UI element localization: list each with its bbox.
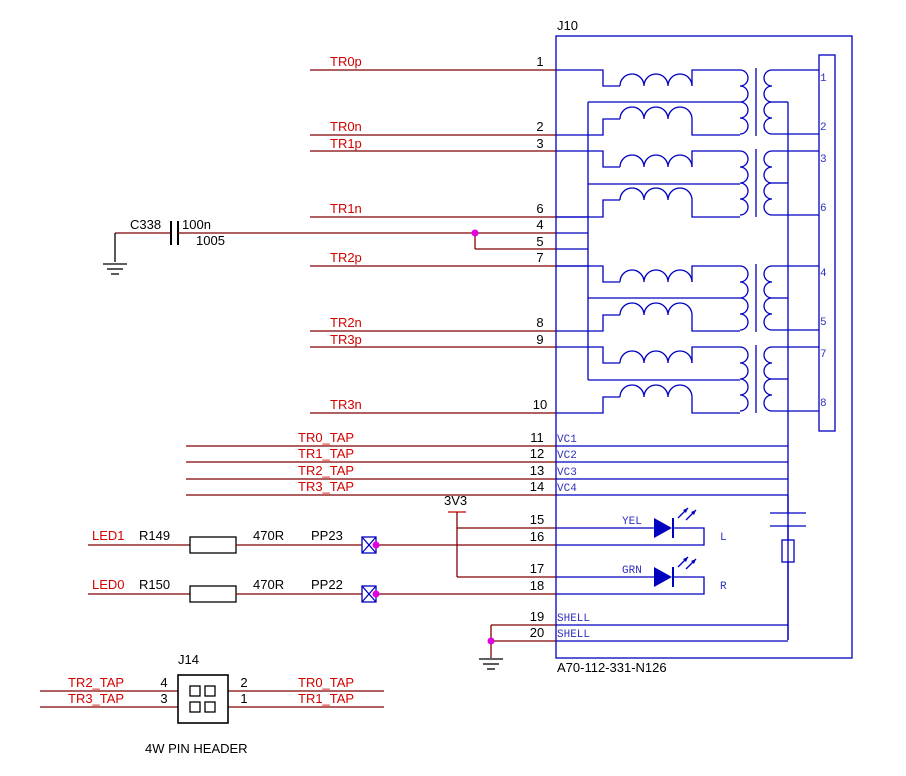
rj45-pin-6: 6 [820, 203, 827, 215]
tap-lines [186, 445, 788, 496]
common-mode-chokes [619, 69, 740, 414]
pin-number: 1 [536, 54, 543, 69]
pin-number: 13 [530, 463, 544, 478]
net-label-tr1p: TR1p [330, 136, 362, 151]
pin-number: 18 [530, 578, 544, 593]
net-label-tap: TR0_TAP [298, 430, 354, 445]
yellow-led [556, 507, 705, 546]
pin-number: 20 [530, 625, 544, 640]
rj45-pin-strip [818, 54, 836, 432]
net-label-tr0p: TR0p [330, 54, 362, 69]
pin-number: 2 [240, 675, 247, 690]
led-color-label: GRN [622, 565, 642, 577]
led0-chain [88, 585, 556, 603]
net-label-header: TR3_TAP [68, 691, 124, 706]
net-label-tap: TR1_TAP [298, 446, 354, 461]
net-label-header: TR0_TAP [298, 675, 354, 690]
isolation-transformers [739, 68, 819, 640]
chassis-bleed-network [770, 495, 806, 640]
test-pad-ref: PP22 [311, 577, 343, 592]
j10-part-number: A70-112-331-N126 [557, 660, 667, 675]
rj45-pin-2: 2 [820, 122, 827, 134]
pin-number: 11 [530, 430, 544, 445]
pin-number: 14 [530, 479, 544, 494]
pin-number: 10 [533, 397, 547, 412]
magnetics-internal-wiring [556, 69, 740, 414]
pin-label: SHELL [557, 613, 590, 625]
net-label-header: TR1_TAP [298, 691, 354, 706]
net-label-tr2n: TR2n [330, 315, 362, 330]
led1-chain [88, 536, 556, 554]
test-point-dot [372, 590, 380, 598]
pin-number: 3 [536, 136, 543, 151]
net-label-led1: LED1 [92, 528, 125, 543]
rj45-pin-8: 8 [820, 398, 827, 410]
pin-number: 9 [536, 332, 543, 347]
net-label-tap: TR3_TAP [298, 479, 354, 494]
pin-number: 2 [536, 119, 543, 134]
j10-ref: J10 [557, 18, 578, 33]
rj45-pin-7: 7 [820, 349, 827, 361]
net-label-tr0n: TR0n [330, 119, 362, 134]
j14-caption: 4W PIN HEADER [145, 741, 248, 756]
net-label-led0: LED0 [92, 577, 125, 592]
rj45-pin-4: 4 [820, 268, 827, 280]
pin-number: 17 [530, 561, 544, 576]
pin-label: VC4 [557, 483, 577, 495]
ground-symbol [479, 658, 503, 670]
net-label-tr3n: TR3n [330, 397, 362, 412]
power-label: 3V3 [444, 493, 467, 508]
pin-number: 16 [530, 529, 544, 544]
capacitor-ref: C338 [130, 217, 161, 232]
rj45-pin-1: 1 [820, 73, 827, 85]
capacitor-c338 [114, 221, 556, 262]
capacitor-package: 1005 [196, 233, 225, 248]
led-side-label: L [720, 532, 727, 544]
green-led [556, 556, 705, 595]
test-point-dot [372, 541, 380, 549]
pin-number: 12 [530, 446, 544, 461]
capacitor-value: 100n [182, 217, 211, 232]
pin-number: 4 [536, 217, 543, 232]
j14-pin-header [40, 674, 384, 724]
net-label-header: TR2_TAP [68, 675, 124, 690]
pin-label: SHELL [557, 629, 590, 641]
pin-label: VC2 [557, 450, 577, 462]
net-label-tap: TR2_TAP [298, 463, 354, 478]
net-label-tr2p: TR2p [330, 250, 362, 265]
pin-number: 7 [536, 250, 543, 265]
pin-label: VC1 [557, 434, 577, 446]
ground-symbol [103, 263, 127, 275]
resistor-ref: R149 [139, 528, 170, 543]
pin-number: 19 [530, 609, 544, 624]
signal-lines [310, 69, 556, 414]
resistor-ref: R150 [139, 577, 170, 592]
test-pad-ref: PP23 [311, 528, 343, 543]
junction-dot [487, 637, 495, 645]
pin-number: 5 [536, 234, 543, 249]
net-label-tr3p: TR3p [330, 332, 362, 347]
pin-label: VC3 [557, 467, 577, 479]
pin-number: 6 [536, 201, 543, 216]
pin-number: 3 [160, 691, 167, 706]
pin-number: 1 [240, 691, 247, 706]
junction-dot [471, 229, 479, 237]
pin-number: 4 [160, 675, 167, 690]
rj45-pin-3: 3 [820, 154, 827, 166]
pin-number: 15 [530, 512, 544, 527]
j14-ref: J14 [178, 652, 199, 667]
resistor-value: 470R [253, 577, 284, 592]
net-label-tr1n: TR1n [330, 201, 362, 216]
led-color-label: YEL [622, 516, 642, 528]
pin-number: 8 [536, 315, 543, 330]
led-side-label: R [720, 581, 727, 593]
resistor-value: 470R [253, 528, 284, 543]
rj45-pin-5: 5 [820, 317, 827, 329]
